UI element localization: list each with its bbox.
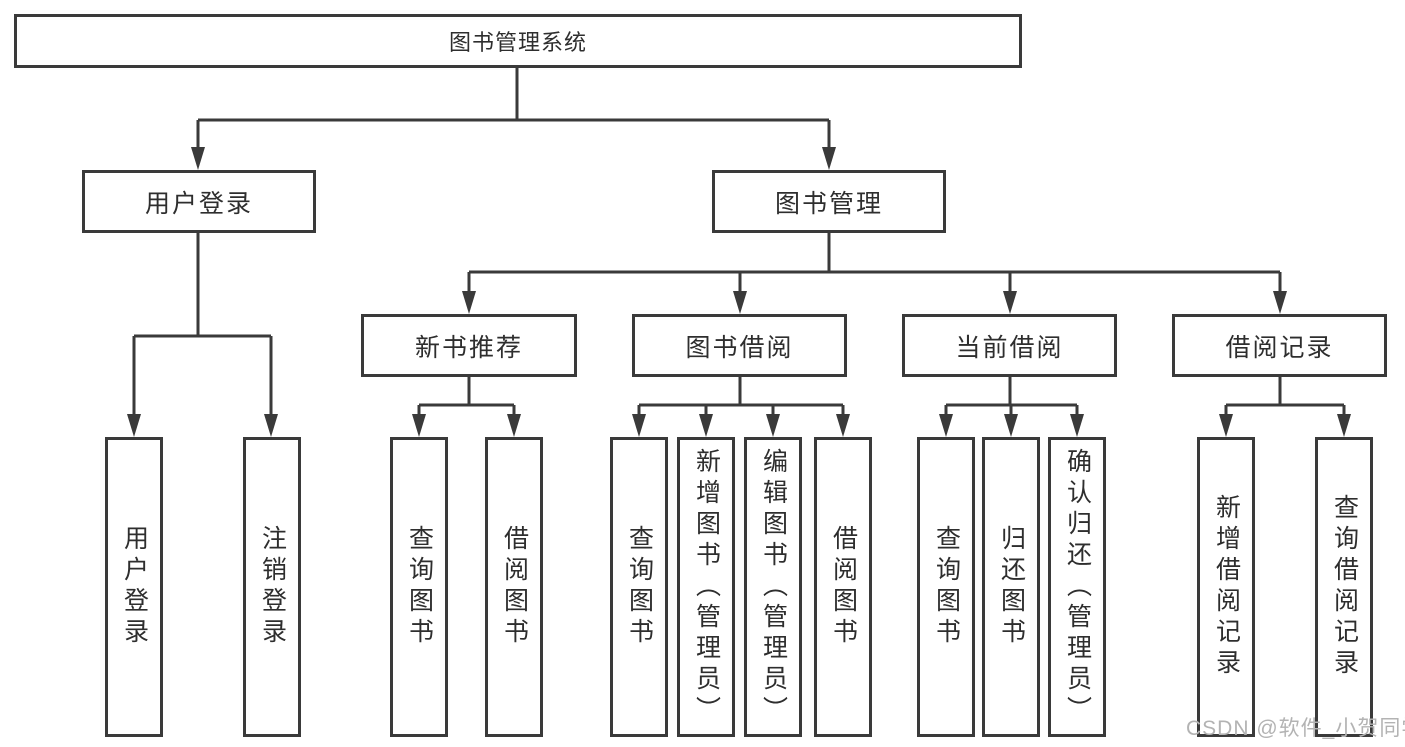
node-current-borrowing: 当前借阅 xyxy=(902,314,1117,377)
node-label: 编辑图书（管理员） xyxy=(759,447,788,727)
leaf-logout: 注销登录 xyxy=(243,437,301,737)
node-new-book-recommendation: 新书推荐 xyxy=(361,314,577,377)
arrowhead xyxy=(507,414,521,437)
node-label: 图书借阅 xyxy=(685,333,794,362)
arrowhead xyxy=(632,414,646,437)
connector-newbook-to-leaves xyxy=(417,377,516,417)
node-label: 图书管理 xyxy=(774,189,883,218)
node-user-login: 用户登录 xyxy=(82,170,316,233)
node-label: 归还图书 xyxy=(997,525,1026,649)
node-library-management-system: 图书管理系统 xyxy=(14,14,1022,68)
node-label: 借阅图书 xyxy=(829,525,858,649)
node-label: 新增借阅记录 xyxy=(1212,494,1241,680)
node-label: 用户登录 xyxy=(120,525,149,649)
node-label: 查询图书 xyxy=(932,525,961,649)
arrowhead xyxy=(412,414,426,437)
node-book-borrowing: 图书借阅 xyxy=(632,314,847,377)
leaf-query-books: 查询图书 xyxy=(390,437,448,737)
node-label: 借阅记录 xyxy=(1225,333,1334,362)
node-label: 注销登录 xyxy=(258,525,287,649)
arrowhead xyxy=(1219,414,1233,437)
arrowhead xyxy=(191,147,205,170)
node-label: 确认归还（管理员） xyxy=(1063,447,1092,727)
leaf-user-login: 用户登录 xyxy=(105,437,163,737)
arrowhead xyxy=(1337,414,1351,437)
arrowhead xyxy=(127,414,141,437)
arrowhead xyxy=(1273,291,1287,314)
connector-root-to-level2 xyxy=(196,68,831,150)
arrowhead xyxy=(822,147,836,170)
connector-borrow-to-leaves xyxy=(637,377,845,417)
arrowhead xyxy=(462,291,476,314)
node-label: 图书管理系统 xyxy=(448,30,587,55)
connector-current-to-leaves xyxy=(944,377,1079,417)
leaf-query-borrowing-record: 查询借阅记录 xyxy=(1315,437,1373,737)
leaf-borrow-books: 借阅图书 xyxy=(485,437,543,737)
arrowhead xyxy=(939,414,953,437)
csdn-watermark: CSDN @软件_小贺同学 xyxy=(1186,717,1405,740)
arrowhead xyxy=(699,414,713,437)
connector-lines xyxy=(132,68,1346,417)
node-label: 新增图书（管理员） xyxy=(692,447,721,727)
arrowhead xyxy=(766,414,780,437)
arrowhead xyxy=(1003,291,1017,314)
arrowhead xyxy=(733,291,747,314)
connector-login-to-leaves xyxy=(132,233,273,417)
leaf-add-books-admin: 新增图书（管理员） xyxy=(677,437,735,737)
leaf-edit-books-admin: 编辑图书（管理员） xyxy=(744,437,802,737)
node-book-management: 图书管理 xyxy=(712,170,946,233)
arrowhead xyxy=(1070,414,1084,437)
node-label: 用户登录 xyxy=(144,189,253,218)
leaf-query-books: 查询图书 xyxy=(610,437,668,737)
node-borrowing-records: 借阅记录 xyxy=(1172,314,1387,377)
leaf-return-books: 归还图书 xyxy=(982,437,1040,737)
arrowhead xyxy=(1004,414,1018,437)
node-label: 查询图书 xyxy=(405,525,434,649)
node-label: 当前借阅 xyxy=(955,333,1064,362)
node-label: 查询借阅记录 xyxy=(1330,494,1359,680)
node-label: 新书推荐 xyxy=(414,333,523,362)
connector-records-to-leaves xyxy=(1224,377,1346,417)
leaf-borrow-books: 借阅图书 xyxy=(814,437,872,737)
connector-mgmt-to-level3 xyxy=(467,233,1282,294)
node-label: 查询图书 xyxy=(625,525,654,649)
arrowheads xyxy=(127,147,1351,437)
leaf-confirm-return-admin: 确认归还（管理员） xyxy=(1048,437,1106,737)
leaf-add-borrowing-record: 新增借阅记录 xyxy=(1197,437,1255,737)
arrowhead xyxy=(264,414,278,437)
node-label: 借阅图书 xyxy=(500,525,529,649)
leaf-query-books: 查询图书 xyxy=(917,437,975,737)
arrowhead xyxy=(836,414,850,437)
